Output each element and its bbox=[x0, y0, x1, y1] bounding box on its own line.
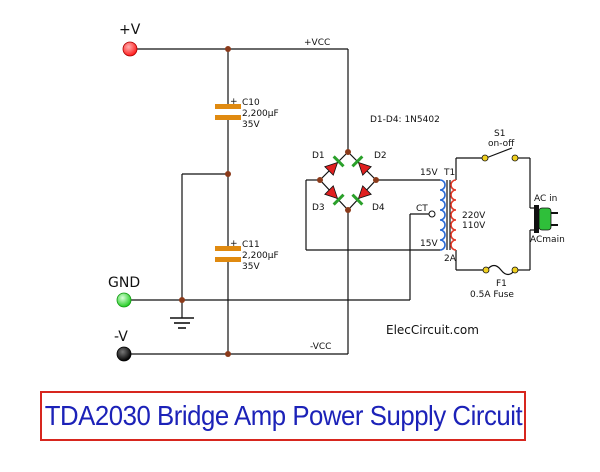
diode-d3 bbox=[324, 185, 345, 206]
junction-nodes bbox=[179, 46, 379, 357]
label-d1: D1 bbox=[312, 151, 325, 161]
label-c10-voltage: 35V bbox=[242, 120, 260, 130]
terminal-minus-v[interactable] bbox=[116, 346, 132, 362]
ground-symbol bbox=[170, 317, 194, 329]
label-c11-name: C11 bbox=[242, 240, 260, 250]
fuse-f1 bbox=[482, 264, 519, 276]
label-s1-desc: on-off bbox=[488, 139, 515, 149]
label-minus-vcc: -VCC bbox=[310, 342, 331, 352]
terminal-plus-v[interactable] bbox=[122, 41, 138, 57]
terminal-gnd[interactable] bbox=[116, 292, 132, 308]
label-pri-220: 220V bbox=[462, 211, 486, 221]
label-plus-vcc: +VCC bbox=[304, 38, 330, 48]
title-box: TDA2030 Bridge Amp Power Supply Circuit bbox=[40, 391, 526, 441]
ct-tap-node bbox=[428, 210, 436, 218]
label-ac-main: ACmain bbox=[530, 235, 565, 245]
label-sec-top: 15V bbox=[420, 168, 438, 178]
c10-plus-sign: + bbox=[230, 97, 238, 107]
label-d3: D3 bbox=[312, 203, 325, 213]
label-pri-110: 110V bbox=[462, 221, 486, 231]
label-amps: 2A bbox=[444, 254, 457, 264]
capacitor-c11 bbox=[215, 246, 241, 262]
label-s1: S1 bbox=[494, 129, 505, 139]
label-d2: D2 bbox=[374, 151, 387, 161]
label-c10-value: 2,200µF bbox=[242, 109, 279, 119]
label-c10-name: C10 bbox=[242, 98, 260, 108]
c11-plus-sign: + bbox=[230, 239, 238, 249]
label-diodes-note: D1-D4: 1N5402 bbox=[370, 115, 440, 125]
label-minus-v: -V bbox=[114, 329, 128, 345]
label-gnd: GND bbox=[108, 275, 140, 291]
label-sec-bottom: 15V bbox=[420, 239, 438, 249]
label-c11-value: 2,200µF bbox=[242, 251, 279, 261]
diode-d4 bbox=[351, 185, 372, 206]
capacitor-c10 bbox=[215, 104, 241, 120]
ac-plug-icon[interactable] bbox=[534, 205, 558, 233]
label-site: ElecCircuit.com bbox=[386, 323, 479, 337]
bridge-rectifier bbox=[319, 151, 377, 211]
primary-coil bbox=[450, 179, 457, 251]
label-c11-voltage: 35V bbox=[242, 262, 260, 272]
label-ct: CT bbox=[416, 204, 428, 214]
page-title: TDA2030 Bridge Amp Power Supply Circuit bbox=[44, 400, 522, 431]
switch-s1[interactable] bbox=[481, 147, 519, 162]
label-t1: T1 bbox=[443, 168, 455, 178]
label-f1-desc: 0.5A Fuse bbox=[470, 290, 514, 300]
label-f1: F1 bbox=[496, 279, 507, 289]
diode-d1 bbox=[324, 155, 345, 176]
label-d4: D4 bbox=[372, 203, 385, 213]
label-plus-v: +V bbox=[119, 22, 141, 38]
transformer-t1 bbox=[439, 179, 457, 251]
wires bbox=[126, 48, 536, 355]
label-ac-in: AC in bbox=[534, 194, 557, 204]
secondary-coil bbox=[439, 179, 446, 251]
diode-d2 bbox=[351, 155, 372, 176]
